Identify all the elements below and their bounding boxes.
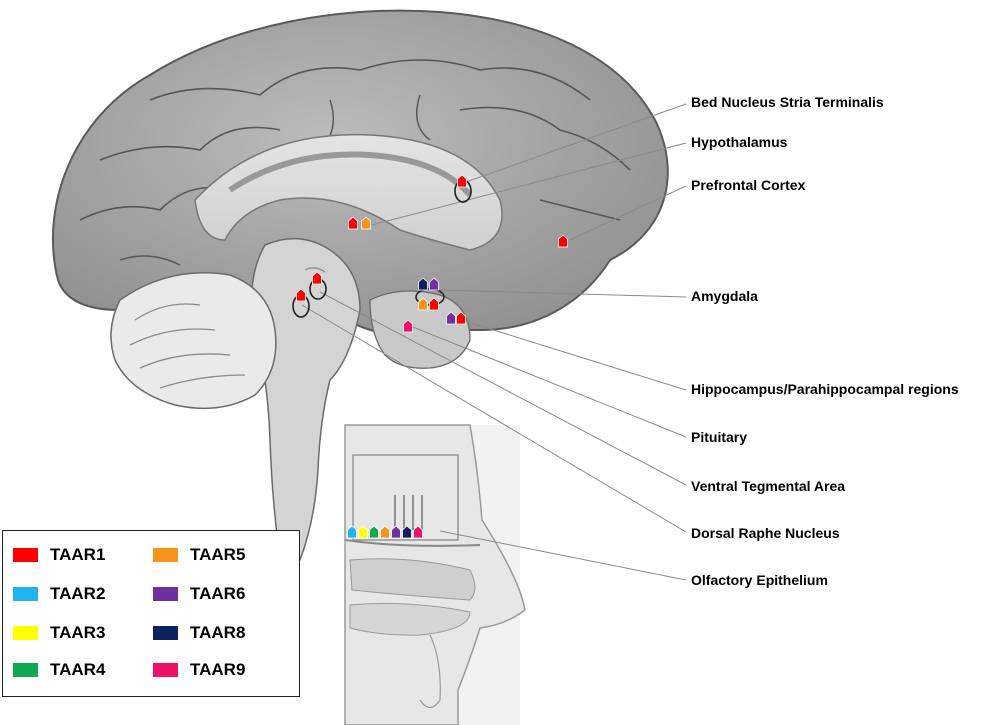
- nasal-cross-section: [344, 424, 526, 725]
- label-prefrontal-cortex: Prefrontal Cortex: [691, 177, 806, 193]
- legend-item-taar6: TAAR6: [153, 583, 245, 605]
- marker-taar2: [347, 525, 357, 539]
- legend-swatch: [13, 626, 38, 640]
- label-ventral-tegmental-area: Ventral Tegmental Area: [691, 478, 846, 494]
- marker-taar8: [402, 525, 412, 539]
- legend-item-taar2: TAAR2: [13, 583, 105, 605]
- label-bed-nucleus-stria-terminalis: Bed Nucleus Stria Terminalis: [691, 94, 884, 110]
- legend-label: TAAR1: [50, 545, 106, 564]
- label-pituitary: Pituitary: [691, 429, 748, 445]
- legend-label: TAAR4: [50, 660, 106, 679]
- marker-taar4: [369, 525, 379, 539]
- marker-taar1: [558, 234, 568, 248]
- label-dorsal-raphe-nucleus: Dorsal Raphe Nucleus: [691, 525, 840, 541]
- marker-taar9: [403, 319, 413, 333]
- marker-taar6: [391, 525, 401, 539]
- legend-swatch: [13, 587, 38, 601]
- marker-taar1: [312, 271, 322, 285]
- legend-swatch: [13, 548, 38, 562]
- marker-taar1: [457, 174, 467, 188]
- label-amygdala: Amygdala: [691, 288, 758, 304]
- receptor-markers: [296, 174, 568, 539]
- marker-taar8: [418, 277, 428, 291]
- cerebellum: [110, 272, 277, 410]
- marker-taar6: [429, 277, 439, 291]
- legend-item-taar1: TAAR1: [13, 544, 105, 566]
- legend-label: TAAR5: [190, 545, 246, 564]
- marker-taar6: [446, 311, 456, 325]
- marker-taar1: [456, 311, 466, 325]
- legend-item-taar9: TAAR9: [153, 659, 245, 681]
- legend-label: TAAR2: [50, 584, 106, 603]
- legend-label: TAAR8: [190, 623, 246, 642]
- cerebrum: [51, 9, 669, 335]
- legend-item-taar5: TAAR5: [153, 544, 245, 566]
- legend-label: TAAR3: [50, 623, 106, 642]
- legend-swatch: [153, 626, 178, 640]
- label-hippocampus: Hippocampus/Parahippocampal regions: [691, 381, 959, 397]
- marker-taar1: [348, 216, 358, 230]
- legend-swatch: [153, 663, 178, 677]
- legend-item-taar8: TAAR8: [153, 622, 245, 644]
- legend-item-taar4: TAAR4: [13, 659, 105, 681]
- legend-swatch: [153, 548, 178, 562]
- marker-taar9: [413, 525, 423, 539]
- marker-taar3: [358, 525, 368, 539]
- leader-lines: [301, 103, 687, 581]
- marker-taar5: [418, 297, 428, 311]
- marker-taar1: [429, 297, 439, 311]
- marker-taar1: [296, 288, 306, 302]
- label-hypothalamus: Hypothalamus: [691, 134, 788, 150]
- marker-taar5: [361, 216, 371, 230]
- marker-taar5: [380, 525, 390, 539]
- legend-swatch: [13, 663, 38, 677]
- label-olfactory-epithelium: Olfactory Epithelium: [691, 572, 828, 588]
- legend-label: TAAR6: [190, 584, 246, 603]
- legend: TAAR1 TAAR2 TAAR3 TAAR4 TAAR5 TAAR6 TAAR…: [2, 530, 300, 697]
- legend-item-taar3: TAAR3: [13, 622, 105, 644]
- legend-label: TAAR9: [190, 660, 246, 679]
- legend-swatch: [153, 587, 178, 601]
